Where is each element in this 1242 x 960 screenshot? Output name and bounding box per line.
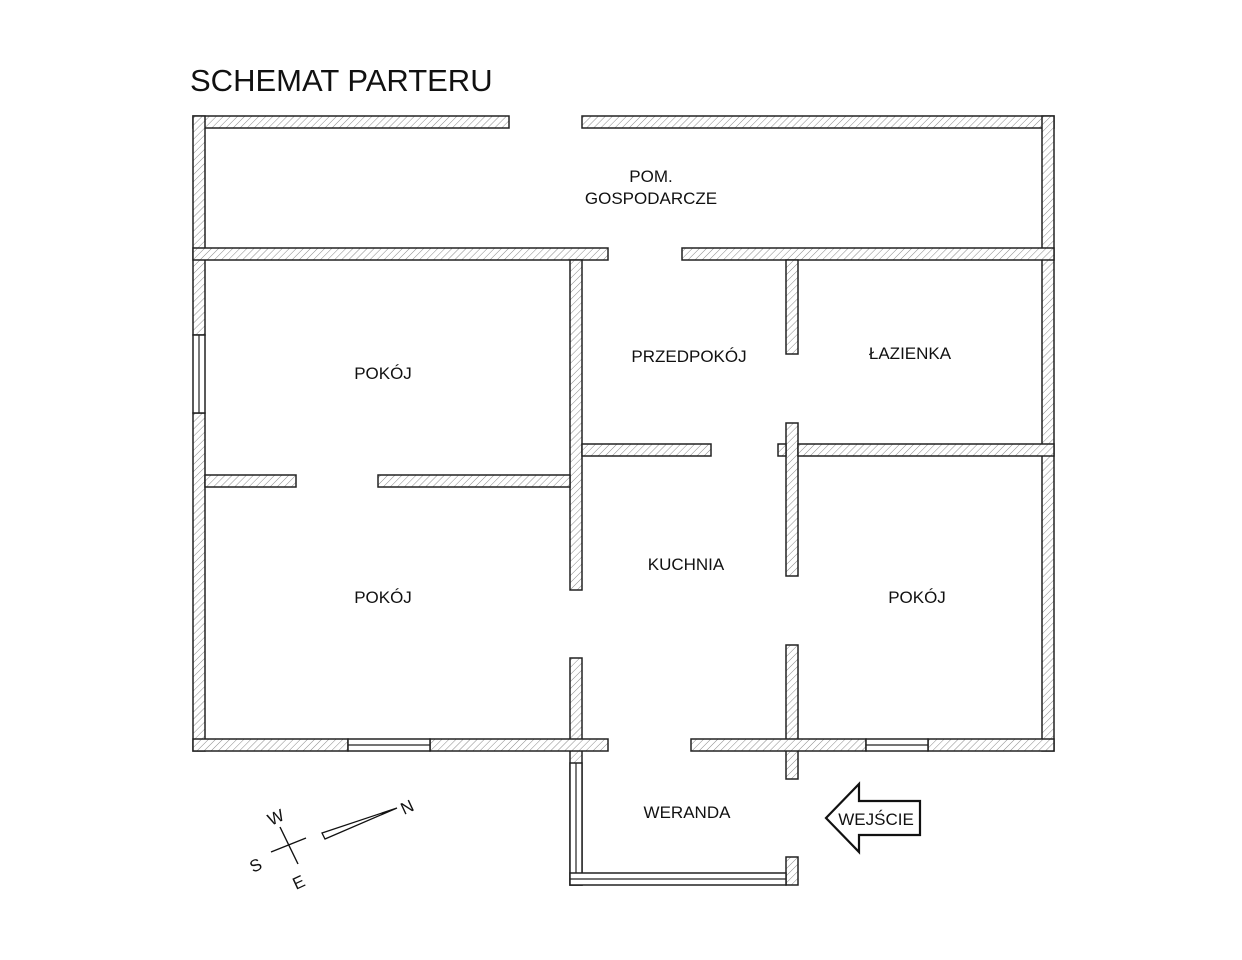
- entrance-arrow: WEJŚCIE: [824, 781, 922, 855]
- label-hallway: PRZEDPOKÓJ: [631, 347, 746, 366]
- compass: N W S E: [247, 796, 417, 893]
- label-utility-line1: POM.: [629, 167, 672, 186]
- label-room-bottom-left: POKÓJ: [354, 588, 412, 607]
- walls: [192, 115, 1055, 886]
- wall-bottom-left-a: [192, 738, 349, 752]
- label-utility-line2: GOSPODARCZE: [585, 189, 717, 208]
- wall-utility-left: [192, 247, 609, 261]
- wall-bottom-left-b: [429, 738, 609, 752]
- label-kitchen: KUCHNIA: [648, 555, 725, 574]
- wall-bottom-right-b: [927, 738, 1055, 752]
- wall-right: [1041, 115, 1055, 752]
- compass-north: N: [398, 796, 417, 818]
- room-labels: POM. GOSPODARCZE PRZEDPOKÓJ ŁAZIENKA POK…: [354, 167, 952, 822]
- wall-top-left: [192, 115, 510, 129]
- wall-bathroom-stub: [785, 259, 799, 355]
- wall-left-upper: [192, 115, 206, 336]
- windows: [192, 334, 929, 886]
- label-bathroom: ŁAZIENKA: [869, 344, 952, 363]
- compass-west: W: [265, 806, 288, 830]
- wall-hallway-kitchen: [581, 443, 712, 457]
- wall-left-rooms-b: [377, 474, 571, 488]
- wall-bathroom-bottom: [797, 443, 1055, 457]
- wall-left-rooms-a: [204, 474, 297, 488]
- compass-south: S: [247, 855, 265, 877]
- wall-utility-right: [681, 247, 1055, 261]
- wall-right-rooms-mid: [785, 422, 799, 577]
- label-room-top-left: POKÓJ: [354, 364, 412, 383]
- wall-veranda-stub: [785, 856, 799, 886]
- label-room-right: POKÓJ: [888, 588, 946, 607]
- wall-bottom-right-a: [690, 738, 867, 752]
- arrow-left-icon: [824, 781, 922, 855]
- entrance-label: WEJŚCIE: [838, 810, 914, 829]
- wall-left-lower: [192, 412, 206, 752]
- wall-nub: [777, 443, 787, 457]
- compass-needle-icon: [321, 807, 398, 840]
- wall-right-rooms-low: [785, 644, 799, 780]
- compass-axis-se: [270, 837, 307, 853]
- plan-title: SCHEMAT PARTERU: [190, 63, 493, 98]
- compass-east: E: [290, 872, 308, 894]
- wall-top-right: [581, 115, 1055, 129]
- wall-left-rooms-upper: [569, 259, 583, 591]
- label-veranda: WERANDA: [644, 803, 732, 822]
